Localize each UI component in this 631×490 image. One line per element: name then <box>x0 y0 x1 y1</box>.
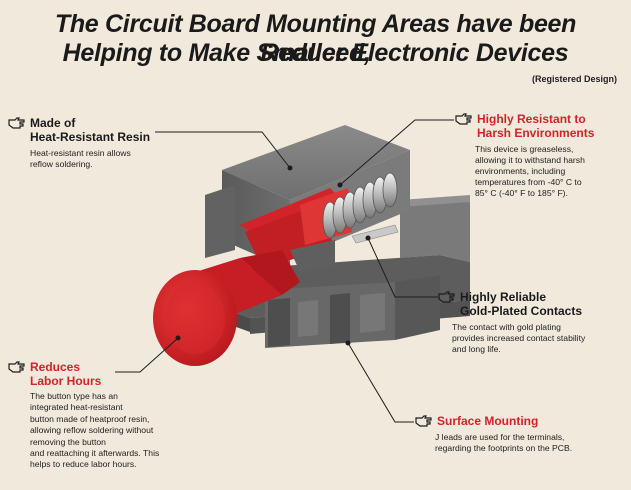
leader-dots <box>175 165 371 346</box>
leader-contacts <box>367 237 438 298</box>
heading-line-1: Highly Reliable <box>460 290 547 304</box>
leader-labor <box>115 337 179 373</box>
heading-line-1: Highly Resistant to <box>477 112 586 126</box>
callout-body: This device is greaseless, allowing it t… <box>475 144 585 198</box>
leader-resin <box>155 131 291 169</box>
pointing-hand-icon <box>438 291 455 303</box>
spring <box>322 172 398 239</box>
callout-harsh-environments: Highly Resistant to Harsh Environments T… <box>455 112 625 199</box>
gold-contact <box>351 224 399 244</box>
pointing-hand-icon <box>8 361 25 373</box>
callout-heading: Highly Resistant to Harsh Environments <box>455 112 625 140</box>
heading-line-2: Labor Hours <box>30 374 102 388</box>
registered-design-note: (Registered Design) <box>531 74 617 84</box>
pointing-hand-icon <box>8 117 25 129</box>
callout-body: The contact with gold plating provides i… <box>452 322 586 354</box>
callout-heat-resistant-resin: Made of Heat-Resistant Resin Heat-resist… <box>8 116 178 170</box>
callout-body: J leads are used for the terminals, rega… <box>435 432 573 453</box>
headline-line-1: The Circuit Board Mounting Areas have be… <box>54 10 577 67</box>
callout-body: Heat-resistant resin allows reflow solde… <box>30 148 131 169</box>
heading-line-1: Made of <box>30 116 76 130</box>
heading-line-1: Reduces <box>30 360 81 374</box>
pointing-hand-icon <box>455 113 472 125</box>
heading-line-2: Gold-Plated Contacts <box>460 304 583 318</box>
callout-labor-hours: Reduces Labor Hours The button type has … <box>8 360 208 471</box>
leader-harsh <box>339 119 454 186</box>
callout-heading: Surface Mounting <box>415 414 625 428</box>
callout-heading: Reduces Labor Hours <box>8 360 208 388</box>
heading-line-1: Surface Mounting <box>437 414 539 428</box>
callout-surface-mounting: Surface Mounting J leads are used for th… <box>415 414 625 454</box>
callout-gold-contacts: Highly Reliable Gold-Plated Contacts The… <box>438 290 628 355</box>
callout-heading: Highly Reliable Gold-Plated Contacts <box>438 290 628 318</box>
headline-line-2: Helping to Make Smaller Electronic Devic… <box>62 39 569 67</box>
leader-surface <box>347 342 414 423</box>
heading-line-2: Heat-Resistant Resin <box>30 130 151 144</box>
leader-lines <box>115 119 454 423</box>
lower-body <box>265 275 440 348</box>
callout-heading: Made of Heat-Resistant Resin <box>8 116 178 144</box>
pointing-hand-icon <box>415 415 432 427</box>
heading-line-2: Harsh Environments <box>477 126 595 140</box>
callout-body: The button type has an integrated heat-r… <box>30 391 160 470</box>
